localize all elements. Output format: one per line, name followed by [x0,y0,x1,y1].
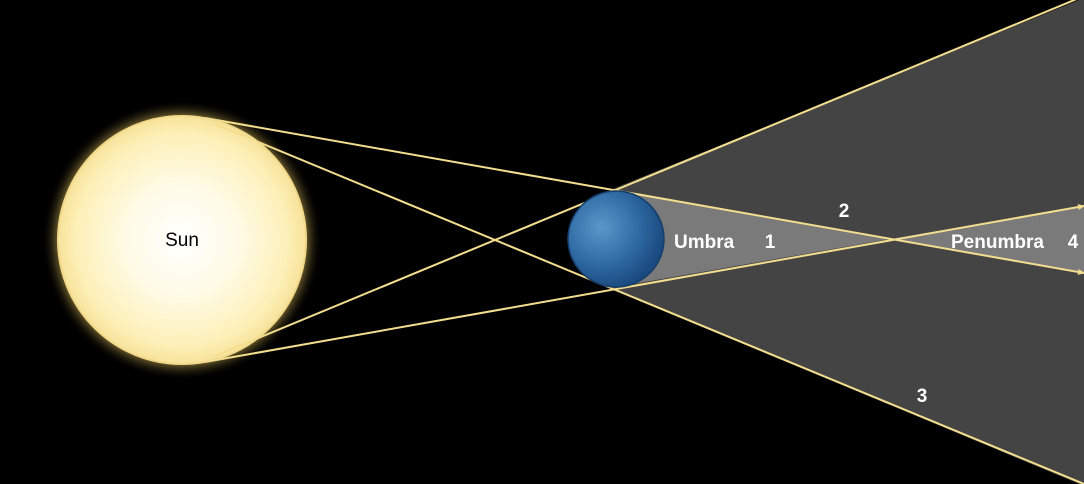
ray-upper-cross [214,123,1084,484]
region-1-label: 1 [765,232,776,253]
ray-upper-outer [204,117,1084,275]
penumbra-label: Penumbra [951,232,1044,253]
umbra-region [610,190,890,288]
region-2-label: 2 [839,201,850,222]
region-3-label: 3 [917,386,928,407]
sun [57,115,307,365]
region-4-label: 4 [1068,232,1079,253]
sun-label: Sun [165,230,199,251]
ray-lower-outer [204,204,1084,363]
earth [567,190,665,288]
post-apex-region [890,206,1084,273]
umbra-label: Umbra [674,232,735,253]
ray-lower-cross [214,0,1077,357]
